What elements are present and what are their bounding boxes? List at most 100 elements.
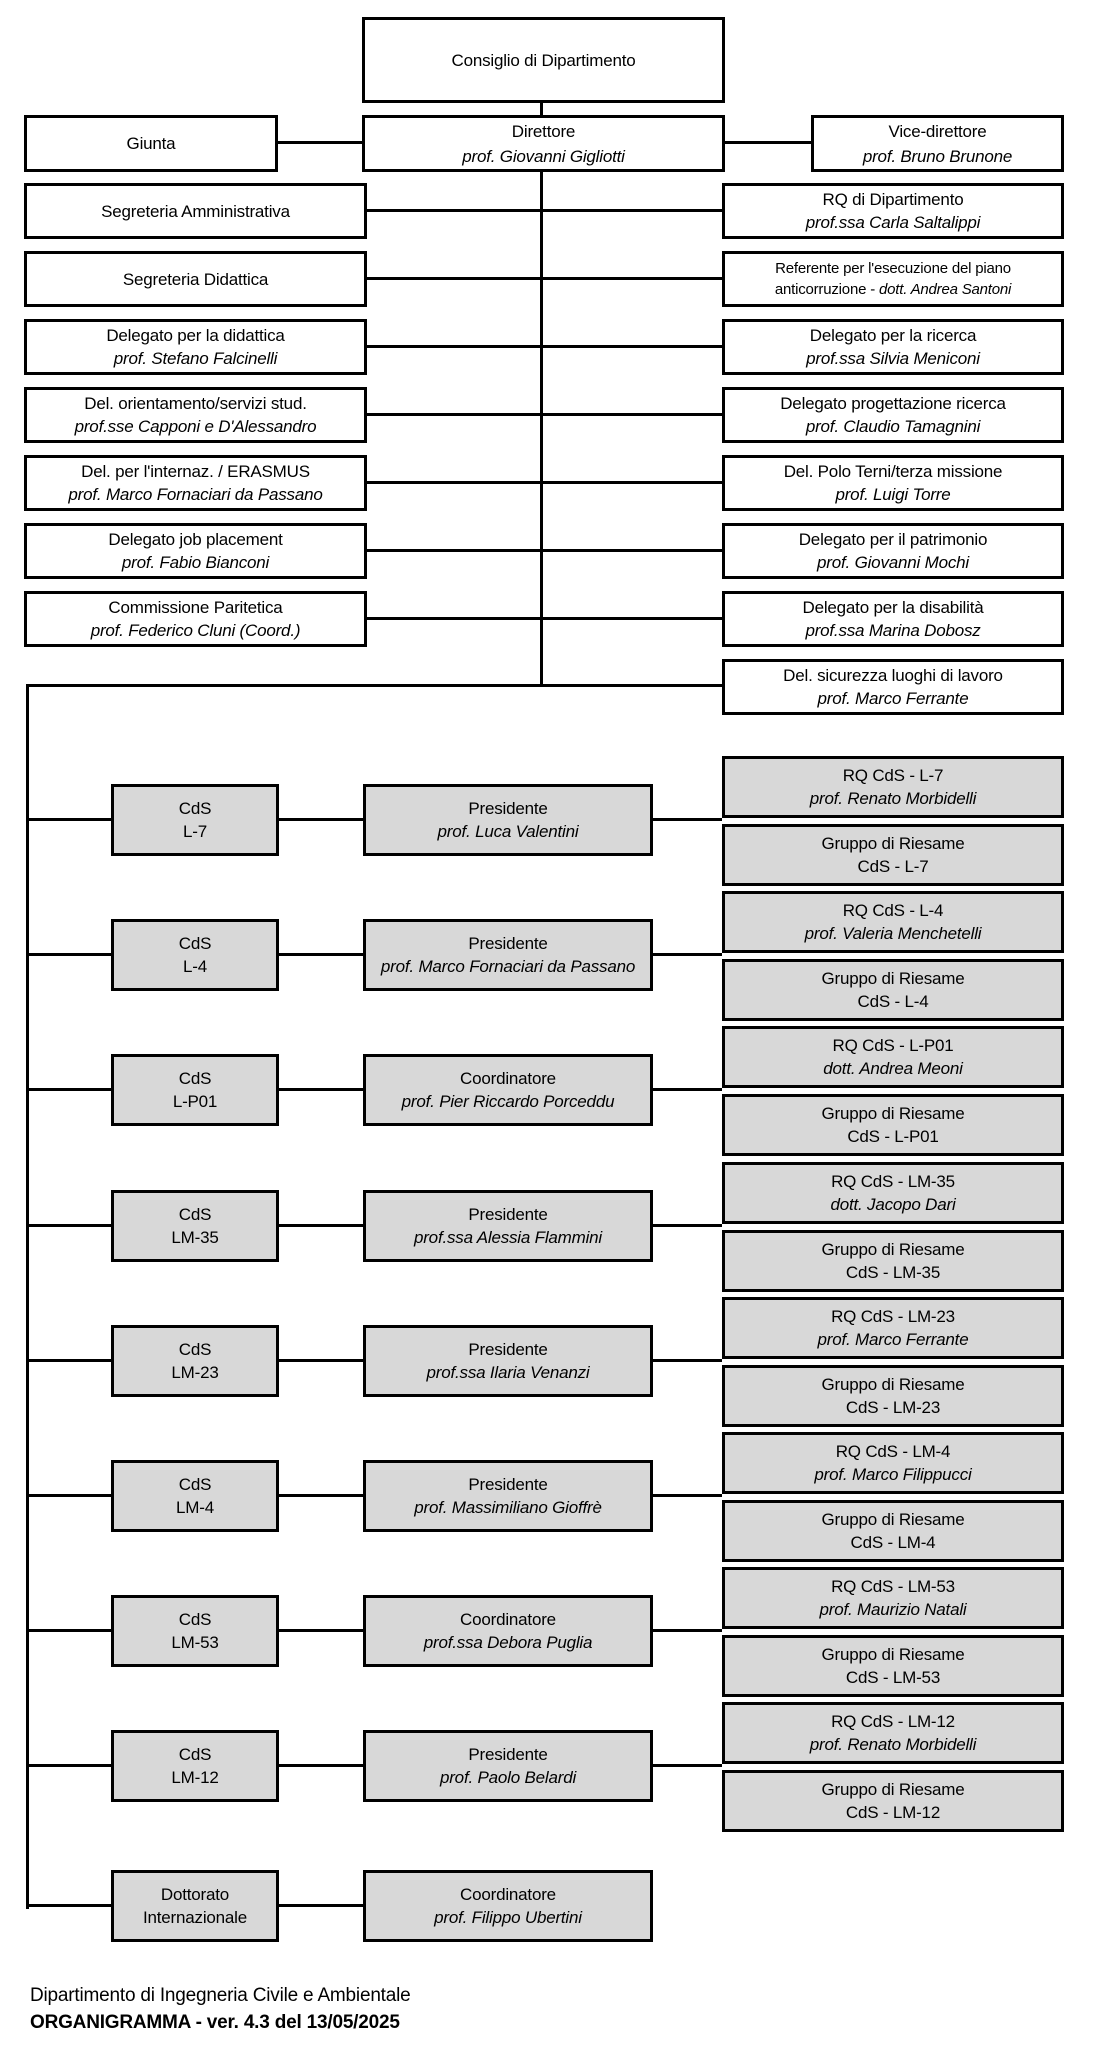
president-box: Presidente prof. Marco Fornaciari da Pas… bbox=[363, 919, 653, 991]
cds-label: Dottorato bbox=[160, 1885, 230, 1904]
rq-title: RQ CdS - LM-12 bbox=[831, 1712, 955, 1731]
connector-president-to-rq bbox=[653, 1224, 722, 1227]
cds-label: CdS bbox=[178, 1610, 212, 1629]
cds-code-box: CdS LM-53 bbox=[111, 1595, 279, 1667]
box-referente-anticorruzione: Referente per l'esecuzione del piano ant… bbox=[722, 251, 1064, 307]
box-title: Segreteria Didattica bbox=[122, 269, 269, 289]
person-name: prof. Marco Fornaciari da Passano bbox=[68, 485, 323, 504]
rq-title: RQ CdS - LM-53 bbox=[831, 1577, 955, 1596]
person-name: prof. Bruno Brunone bbox=[862, 146, 1013, 166]
cds-label: CdS bbox=[178, 1745, 212, 1764]
box-consiglio-di-dipartimento: Consiglio di Dipartimento bbox=[362, 17, 725, 103]
cds-code: LM-4 bbox=[176, 1498, 214, 1517]
connector-cds-to-president bbox=[279, 1629, 363, 1632]
riesame-box: Gruppo di Riesame CdS - LM-23 bbox=[722, 1365, 1064, 1427]
person-name: anticorruzione - dott. Andrea Santoni bbox=[774, 281, 1012, 298]
box-title: RQ di Dipartimento bbox=[822, 190, 964, 209]
connector-giunta bbox=[278, 141, 362, 144]
box-title: Delegato per il patrimonio bbox=[798, 530, 988, 549]
footer-department: Dipartimento di Ingegneria Civile e Ambi… bbox=[30, 1985, 411, 2006]
connector-row bbox=[367, 413, 722, 416]
cds-label: CdS bbox=[178, 1340, 212, 1359]
box-polo-terni: Del. Polo Terni/terza missione prof. Lui… bbox=[722, 455, 1064, 511]
person-name: prof. Marco Filippucci bbox=[814, 1465, 972, 1484]
connector-president-to-rq bbox=[653, 1359, 722, 1362]
connector-president-to-rq bbox=[653, 953, 722, 956]
rq-title: RQ CdS - LM-23 bbox=[831, 1307, 955, 1326]
cds-row-cds-l-4: CdS L-4 Presidente prof. Marco Fornaciar… bbox=[0, 891, 1093, 1025]
rq-box: RQ CdS - LM-23 prof. Marco Ferrante bbox=[722, 1297, 1064, 1359]
connector-cds-to-president bbox=[279, 1359, 363, 1362]
connector-president-to-rq bbox=[653, 1088, 722, 1091]
rq-box: RQ CdS - LM-4 prof. Marco Filippucci bbox=[722, 1432, 1064, 1494]
box-title: Del. per l'internaz. / ERASMUS bbox=[81, 462, 310, 481]
president-box: Presidente prof.ssa Alessia Flammini bbox=[363, 1190, 653, 1262]
role-title: Presidente bbox=[468, 1205, 548, 1224]
footer-version: ORGANIGRAMMA - ver. 4.3 del 13/05/2025 bbox=[30, 2012, 400, 2033]
box-title: Referente per l'esecuzione del piano bbox=[775, 260, 1011, 277]
connector-spine bbox=[26, 684, 29, 1909]
role-title: Coordinatore bbox=[460, 1610, 556, 1629]
cds-label: CdS bbox=[178, 1475, 212, 1494]
connector-spine-to-cds bbox=[26, 953, 111, 956]
box-delegato-ricerca: Delegato per la ricerca prof.ssa Silvia … bbox=[722, 319, 1064, 375]
cds-label: CdS bbox=[178, 1205, 212, 1224]
box-title: Commissione Paritetica bbox=[108, 598, 283, 617]
person-name: prof. Federico Cluni (Coord.) bbox=[90, 621, 301, 640]
rq-box: RQ CdS - LM-12 prof. Renato Morbidelli bbox=[722, 1702, 1064, 1764]
box-delegato-didattica: Delegato per la didattica prof. Stefano … bbox=[24, 319, 367, 375]
connector-cds-to-president bbox=[279, 1224, 363, 1227]
cds-row-dottorato-internazionale: Dottorato Internazionale Coordinatore pr… bbox=[0, 1842, 1093, 1976]
person-name: prof.ssa Ilaria Venanzi bbox=[426, 1363, 590, 1382]
person-name: prof. Marco Fornaciari da Passano bbox=[380, 957, 636, 976]
person-name: prof. Fabio Bianconi bbox=[121, 553, 270, 572]
rq-box: RQ CdS - LM-53 prof. Maurizio Natali bbox=[722, 1567, 1064, 1629]
cds-row-cds-lm-35: CdS LM-35 Presidente prof.ssa Alessia Fl… bbox=[0, 1162, 1093, 1296]
cds-code-box: CdS LM-4 bbox=[111, 1460, 279, 1532]
connector-cds-to-president bbox=[279, 1764, 363, 1767]
person-name: prof. Luca Valentini bbox=[437, 822, 579, 841]
connector-row bbox=[367, 345, 722, 348]
cds-code: L-7 bbox=[183, 822, 207, 841]
president-box: Presidente prof. Luca Valentini bbox=[363, 784, 653, 856]
connector-president-to-rq bbox=[653, 1494, 722, 1497]
riesame-code: CdS - LM-4 bbox=[850, 1533, 936, 1552]
rq-box: RQ CdS - L-P01 dott. Andrea Meoni bbox=[722, 1026, 1064, 1088]
connector-spine-to-cds bbox=[26, 1764, 111, 1767]
box-title: Segreteria Amministrativa bbox=[101, 201, 290, 221]
connector-row bbox=[367, 549, 722, 552]
box-title: Delegato per la ricerca bbox=[809, 326, 977, 345]
footer: Dipartimento di Ingegneria Civile e Ambi… bbox=[30, 1982, 411, 2036]
person-name: prof.ssa Carla Saltalippi bbox=[805, 213, 981, 232]
riesame-code: CdS - LM-53 bbox=[845, 1668, 941, 1687]
box-commissione-paritetica: Commissione Paritetica prof. Federico Cl… bbox=[24, 591, 367, 647]
connector-president-to-rq bbox=[653, 1629, 722, 1632]
connector-consiglio-direttore bbox=[540, 103, 543, 115]
person-name: prof. Filippo Ubertini bbox=[434, 1908, 582, 1927]
box-vice-direttore: Vice-direttore prof. Bruno Brunone bbox=[811, 115, 1064, 172]
connector-vice-direttore bbox=[725, 141, 811, 144]
rq-title: RQ CdS - L-4 bbox=[842, 901, 944, 920]
cds-row-cds-lm-23: CdS LM-23 Presidente prof.ssa Ilaria Ven… bbox=[0, 1297, 1093, 1431]
connector-spine-to-cds bbox=[26, 1904, 111, 1907]
riesame-title: Gruppo di Riesame bbox=[821, 1104, 965, 1123]
cds-code: Internazionale bbox=[143, 1908, 247, 1927]
riesame-title: Gruppo di Riesame bbox=[821, 1510, 965, 1529]
person-name: prof.ssa Silvia Meniconi bbox=[806, 349, 980, 368]
riesame-title: Gruppo di Riesame bbox=[821, 1240, 965, 1259]
cds-code: LM-53 bbox=[171, 1633, 219, 1652]
riesame-title: Gruppo di Riesame bbox=[821, 1645, 965, 1664]
box-segreteria-amministrativa: Segreteria Amministrativa bbox=[24, 183, 367, 239]
rq-box: RQ CdS - LM-35 dott. Jacopo Dari bbox=[722, 1162, 1064, 1224]
cds-row-cds-lm-4: CdS LM-4 Presidente prof. Massimiliano G… bbox=[0, 1432, 1093, 1566]
box-delegato-orientamento: Del. orientamento/servizi stud. prof.sse… bbox=[24, 387, 367, 443]
connector-cds-to-president bbox=[279, 1494, 363, 1497]
box-title: Giunta bbox=[126, 134, 176, 153]
person-name: prof. Renato Morbidelli bbox=[809, 1735, 977, 1754]
person-name: prof. Pier Riccardo Porceddu bbox=[401, 1092, 615, 1111]
riesame-box: Gruppo di Riesame CdS - LM-4 bbox=[722, 1500, 1064, 1562]
box-title: Vice-direttore bbox=[888, 121, 987, 141]
person-name: prof. Giovanni Gigliotti bbox=[462, 146, 625, 166]
riesame-code: CdS - LM-12 bbox=[845, 1803, 941, 1822]
